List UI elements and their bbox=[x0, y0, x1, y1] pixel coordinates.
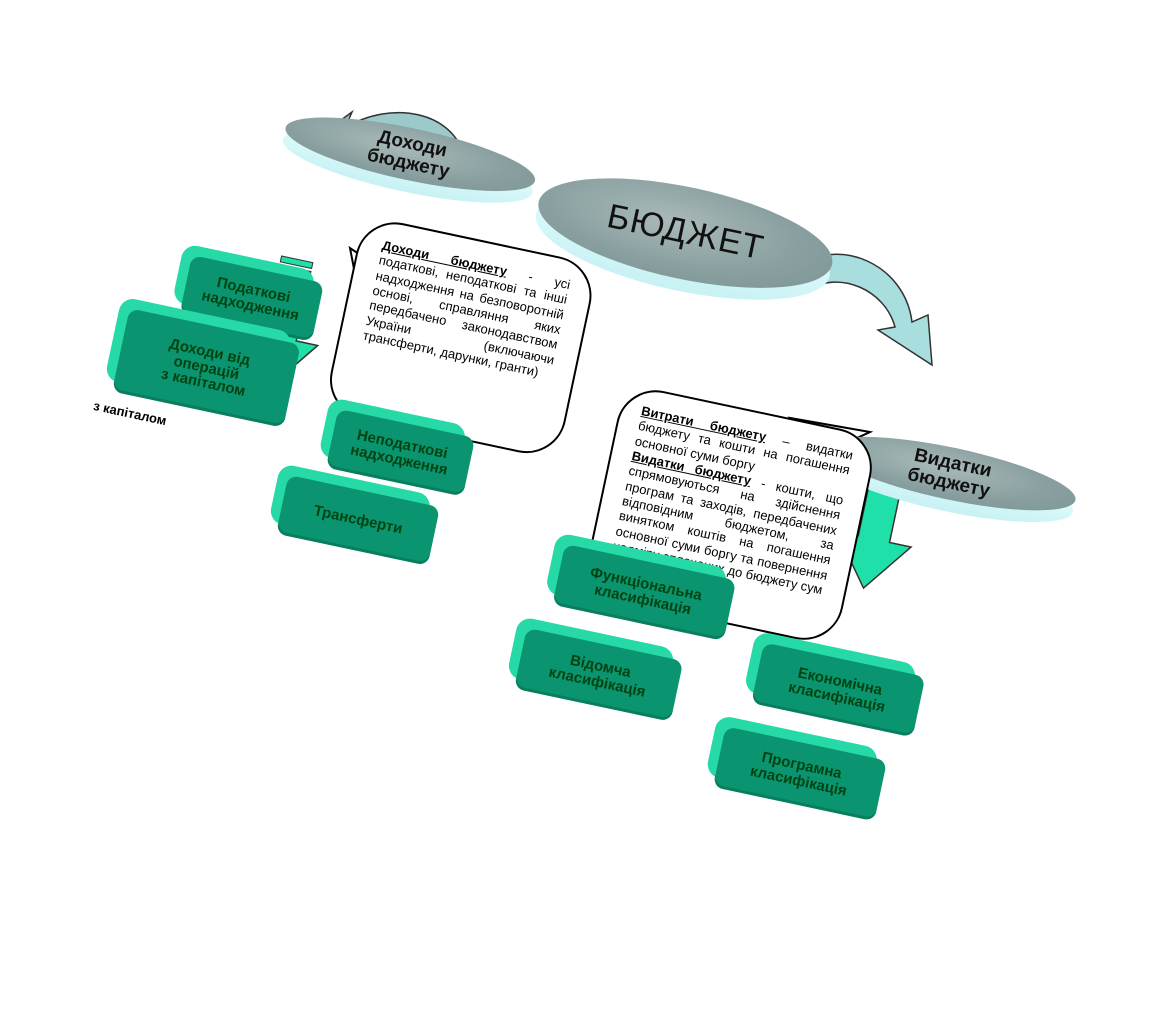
revenue-node: Доходи бюджету bbox=[277, 102, 541, 218]
stray-capital-label: з капіталом bbox=[92, 398, 168, 429]
box-program-class: Програмна класифікація bbox=[705, 714, 888, 822]
box-economic-class: Економічна класифікація bbox=[743, 630, 926, 738]
box-departmental-class: Відомча класифікація bbox=[506, 615, 684, 722]
revenue-callout-text: - усі податкові, неподаткові та інші над… bbox=[361, 252, 572, 380]
diagram-canvas: БЮДЖЕТ Доходи бюджету Видатки бюджету До… bbox=[92, 102, 1081, 822]
curved-arrow-to-expense bbox=[794, 253, 933, 367]
